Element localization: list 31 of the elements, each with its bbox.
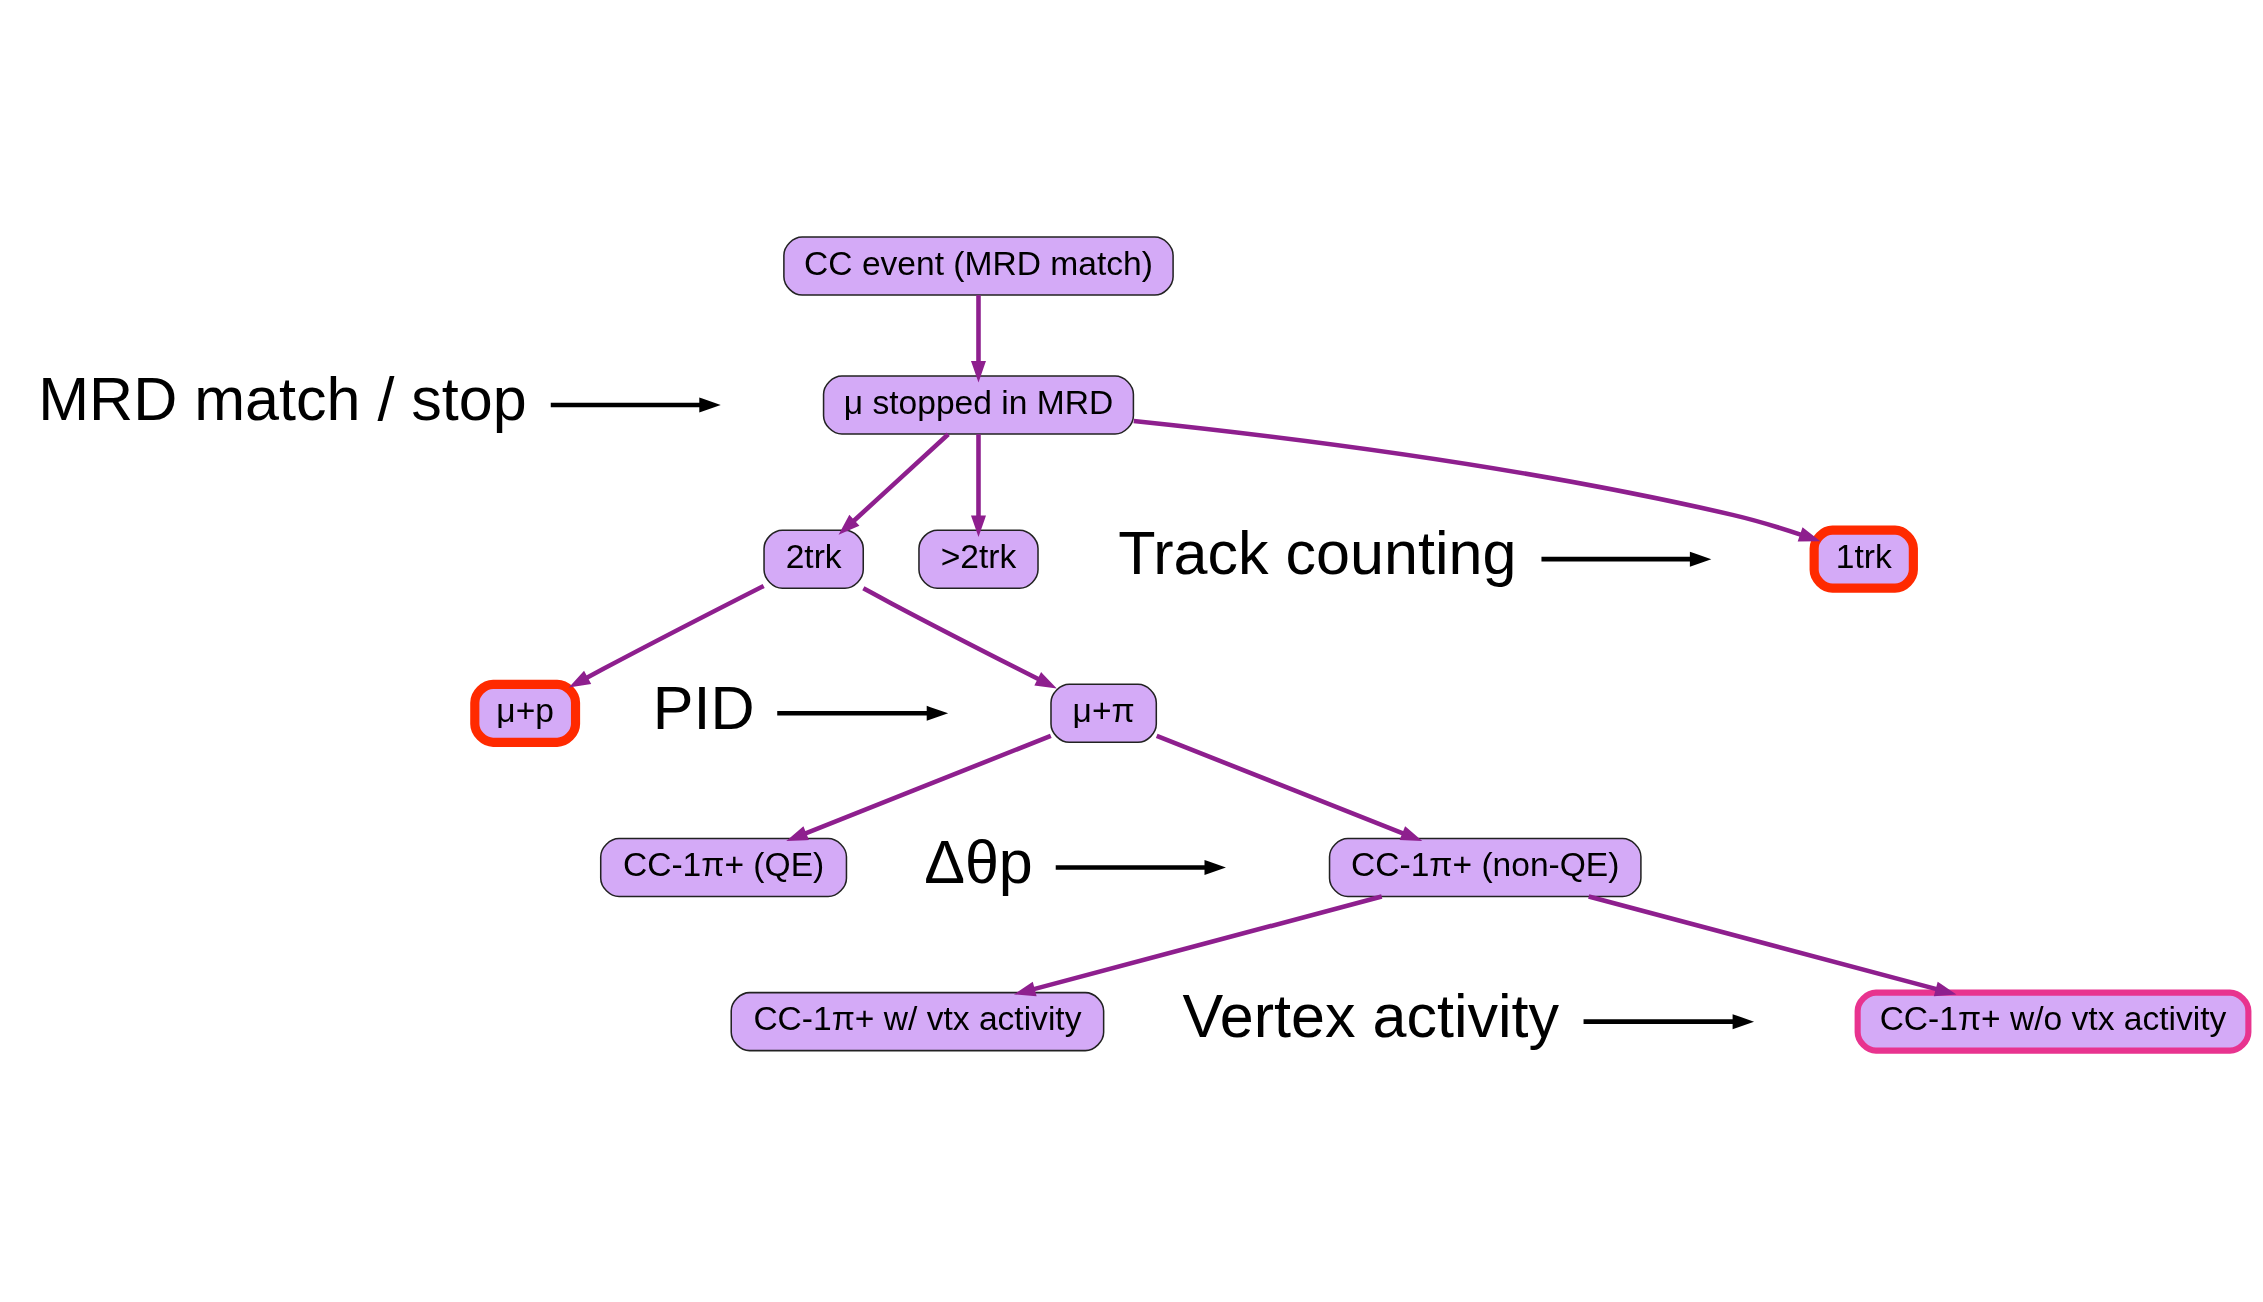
arrow <box>1155 733 1423 841</box>
arrow <box>568 583 765 688</box>
node-box: CC event (MRD match) <box>783 235 1174 296</box>
node-box: μ+π <box>1050 683 1158 743</box>
node-text: Vertex activity <box>1182 981 1560 1050</box>
node-text: Track counting <box>1118 518 1517 587</box>
arrow <box>777 705 949 721</box>
arrow <box>1133 418 1821 542</box>
arrow <box>838 432 950 535</box>
arrow <box>1014 893 1383 996</box>
arrow <box>1055 859 1226 875</box>
arrow <box>550 397 721 412</box>
arrow <box>971 294 986 382</box>
arrow <box>1583 1013 1755 1029</box>
arrow <box>1588 893 1957 996</box>
node-box: CC-1π+ w/o vtx activity <box>1854 989 2252 1054</box>
node-box: μ+p <box>470 679 581 747</box>
node-box: CC-1π+ (QE) <box>599 837 848 897</box>
node-box: >2trk <box>918 528 1039 589</box>
node-text: Δθp <box>924 827 1033 896</box>
arrow <box>862 585 1057 688</box>
node-box: μ stopped in MRD <box>822 374 1135 435</box>
node-box: CC-1π+ w/ vtx activity <box>730 991 1105 1051</box>
arrow <box>971 433 986 537</box>
node-box: 2trk <box>763 528 864 589</box>
node-box: 1trk <box>1809 525 1918 593</box>
arrow <box>1541 551 1712 567</box>
node-box: CC-1π+ (non-QE) <box>1328 837 1642 897</box>
node-text: MRD match / stop <box>38 364 527 433</box>
arrow <box>786 733 1052 841</box>
node-text: PID <box>652 673 755 742</box>
